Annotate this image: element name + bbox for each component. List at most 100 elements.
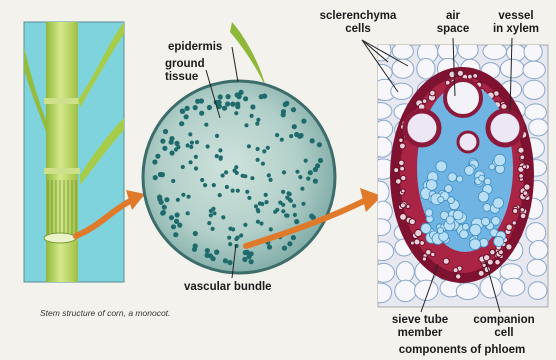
vascular-bundle-dot xyxy=(221,173,225,177)
label-ground-tissue-line1: ground xyxy=(165,58,205,70)
label-ground-tissue-line2: tissue xyxy=(165,71,198,83)
vascular-bundle-dot xyxy=(249,251,254,256)
sclerenchyma-cell xyxy=(400,214,407,221)
sclerenchyma-cell xyxy=(506,224,512,230)
sclerenchyma-cell xyxy=(400,203,405,208)
vascular-bundle-dot xyxy=(174,147,178,151)
label-vessel-line1: vessel xyxy=(484,10,548,22)
vascular-bundle-dot xyxy=(318,158,323,163)
parenchyma-cell xyxy=(368,103,392,120)
label-sieve-tube-line1: sieve tube xyxy=(382,314,458,326)
vascular-bundle-dot xyxy=(226,94,231,99)
vascular-bundle-dot xyxy=(155,154,160,159)
vascular-bundle-dot xyxy=(236,236,240,240)
phloem-cell xyxy=(438,197,444,203)
sclerenchyma-cell xyxy=(401,189,405,193)
vascular-bundle-dot xyxy=(188,132,192,136)
vascular-bundle-dot xyxy=(189,160,193,164)
sclerenchyma-cell xyxy=(523,165,527,169)
vascular-bundle-dot xyxy=(218,94,223,99)
sclerenchyma-cell xyxy=(520,213,526,219)
vascular-bundle-dot xyxy=(317,142,322,147)
vascular-bundle-dot xyxy=(225,101,230,106)
vascular-bundle-dot xyxy=(308,170,313,175)
vascular-bundle-dot xyxy=(163,129,168,134)
vascular-bundle-dot xyxy=(282,170,286,174)
vascular-bundle-dot xyxy=(160,139,165,144)
vascular-bundle-dot xyxy=(199,111,204,116)
vascular-bundle-dot xyxy=(269,178,273,182)
sclerenchyma-cell xyxy=(520,208,524,212)
sclerenchyma-cell xyxy=(519,174,524,179)
vascular-bundle-dot xyxy=(313,179,318,184)
vascular-bundle-dot xyxy=(299,133,304,138)
phloem-cell xyxy=(460,230,469,239)
parenchyma-cell xyxy=(417,58,435,79)
sclerenchyma-cell xyxy=(415,230,422,237)
label-air-space-line1: air xyxy=(428,10,478,22)
sclerenchyma-cell xyxy=(518,147,524,153)
vascular-bundle-dot xyxy=(193,105,198,110)
vascular-bundle-dot xyxy=(239,233,243,237)
vascular-bundle-dot xyxy=(294,219,299,224)
vascular-bundle-dot xyxy=(186,143,190,147)
vascular-bundle-dot xyxy=(187,195,191,199)
vascular-bundle-dot xyxy=(256,220,260,224)
vascular-bundle-dot xyxy=(203,183,207,187)
sclerenchyma-cell xyxy=(499,250,504,255)
vascular-bundle-dot xyxy=(243,96,248,101)
sclerenchyma-cell xyxy=(431,252,435,256)
vascular-bundle-dot xyxy=(174,141,179,146)
vascular-bundle-dot xyxy=(212,183,216,187)
parenchyma-cell xyxy=(372,137,392,157)
vascular-bundle-dot xyxy=(194,155,198,159)
vascular-bundle-dot xyxy=(215,134,219,138)
vascular-bundle-dot xyxy=(179,121,184,126)
vascular-bundle-dot xyxy=(287,241,292,246)
vascular-bundle-dot xyxy=(245,190,249,194)
vascular-bundle-dot xyxy=(199,98,204,103)
vascular-bundle-dot xyxy=(259,221,263,225)
vascular-bundle-dot xyxy=(249,259,254,264)
vascular-bundle-dot xyxy=(291,235,296,240)
label-sieve-tube-line2: member xyxy=(382,327,458,339)
vascular-bundle-dot xyxy=(217,100,222,105)
vascular-bundle-dot xyxy=(164,197,169,202)
vascular-bundle-dot xyxy=(301,202,305,206)
phloem-cell xyxy=(481,217,489,225)
phloem-cell xyxy=(425,209,433,217)
parenchyma-cell xyxy=(523,61,545,79)
vascular-bundle-dot xyxy=(159,200,164,205)
vascular-bundle-dot xyxy=(180,109,185,114)
parenchyma-cell xyxy=(456,283,479,300)
vascular-bundle-dot xyxy=(185,106,190,111)
vascular-bundle-dot xyxy=(281,203,285,207)
vascular-bundle-dot xyxy=(181,193,185,197)
vascular-bundle-dot xyxy=(177,223,182,228)
vascular-bundle-dot xyxy=(242,257,247,262)
vascular-bundle-dot xyxy=(214,250,219,255)
vascular-bundle-dot xyxy=(211,227,215,231)
vascular-bundle-dot xyxy=(157,195,162,200)
vascular-bundle-dot xyxy=(181,165,185,169)
sclerenchyma-cell xyxy=(495,259,501,265)
label-companion-line2: cell xyxy=(466,327,542,339)
vascular-bundle-dot xyxy=(189,145,193,149)
vascular-bundle-dot xyxy=(190,141,194,145)
parenchyma-cell xyxy=(371,219,391,236)
vascular-bundle-dot xyxy=(295,170,299,174)
vascular-bundle-dot xyxy=(281,190,285,194)
vascular-bundle-dot xyxy=(169,215,174,220)
vascular-bundle-dot xyxy=(206,144,210,148)
vascular-bundle-dot xyxy=(301,119,306,124)
phloem-cell xyxy=(479,175,485,181)
vascular-bundle-dot xyxy=(247,144,251,148)
vascular-bundle-dot xyxy=(184,114,189,119)
vascular-bundle-dot xyxy=(176,198,180,202)
phloem-cell xyxy=(494,236,504,246)
vascular-bundle-dot xyxy=(237,94,242,99)
vascular-bundle-dot xyxy=(255,122,259,126)
sclerenchyma-cell xyxy=(400,143,406,149)
